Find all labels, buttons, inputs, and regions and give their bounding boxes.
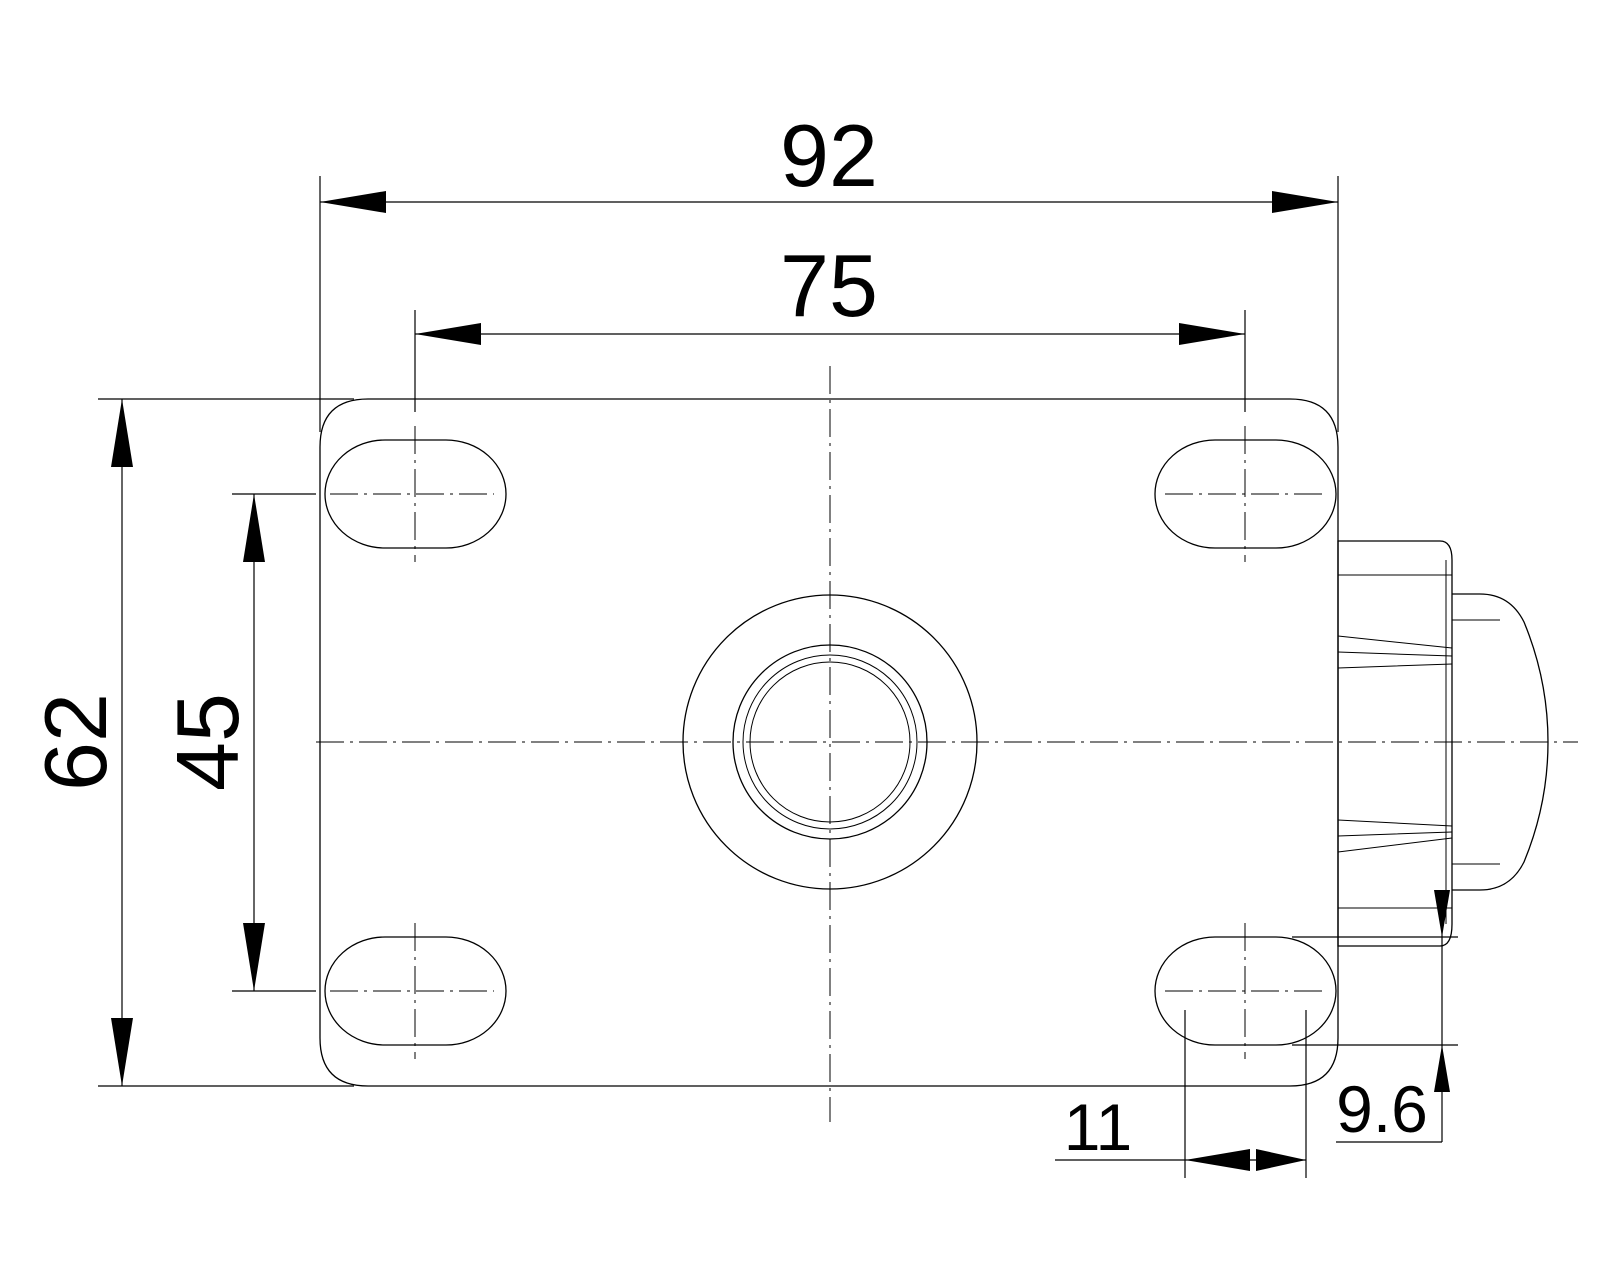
dimension-hole-spacing-x: 75 xyxy=(414,236,1246,412)
hole-center-marks xyxy=(330,426,1325,1059)
arrowhead xyxy=(320,191,386,213)
dimension-label-45: 45 xyxy=(158,693,257,791)
arrowhead xyxy=(1179,323,1245,345)
wheel-outline xyxy=(1452,593,1549,891)
arrowhead xyxy=(243,494,265,562)
dimension-overall-width: 92 xyxy=(319,106,1339,432)
dimension-label-11: 11 xyxy=(1064,1090,1133,1164)
dimension-overall-height: 62 xyxy=(26,398,354,1087)
dimension-slot-width: 11 xyxy=(1055,1010,1307,1178)
arrowhead xyxy=(111,399,133,467)
plate-outline xyxy=(319,398,1339,1087)
mounting-hole-top-right xyxy=(1154,439,1337,549)
boss-bore-outer xyxy=(742,654,918,830)
arrowhead xyxy=(1434,890,1450,937)
main-center-lines xyxy=(316,366,1578,1122)
arrowhead xyxy=(1256,1149,1306,1171)
arrowhead xyxy=(415,323,481,345)
fork-body xyxy=(1337,540,1453,947)
arrowhead xyxy=(1185,1149,1250,1171)
dimension-label-75: 75 xyxy=(780,236,878,335)
mounting-hole-bottom-right xyxy=(1154,936,1337,1046)
arrowhead xyxy=(111,1018,133,1086)
wheel-assembly xyxy=(1337,540,1549,947)
mounting-hole-bottom-left xyxy=(324,936,507,1046)
arrowhead xyxy=(243,923,265,991)
mounting-hole-top-left xyxy=(324,439,507,549)
top-plate xyxy=(319,398,1339,1087)
arrowhead xyxy=(1434,1045,1450,1092)
dimension-label-92: 92 xyxy=(780,106,878,205)
dimension-wheel-offset: 9.6 xyxy=(1292,890,1458,1146)
dimension-label-9-6: 9.6 xyxy=(1336,1072,1428,1146)
fork-rib-upper xyxy=(1337,635,1453,669)
arrowhead xyxy=(1272,191,1338,213)
dimension-label-62: 62 xyxy=(26,693,125,791)
dimension-hole-spacing-y: 45 xyxy=(158,493,316,992)
mounting-holes xyxy=(324,439,1337,1046)
fork-rib-lower xyxy=(1337,819,1453,853)
